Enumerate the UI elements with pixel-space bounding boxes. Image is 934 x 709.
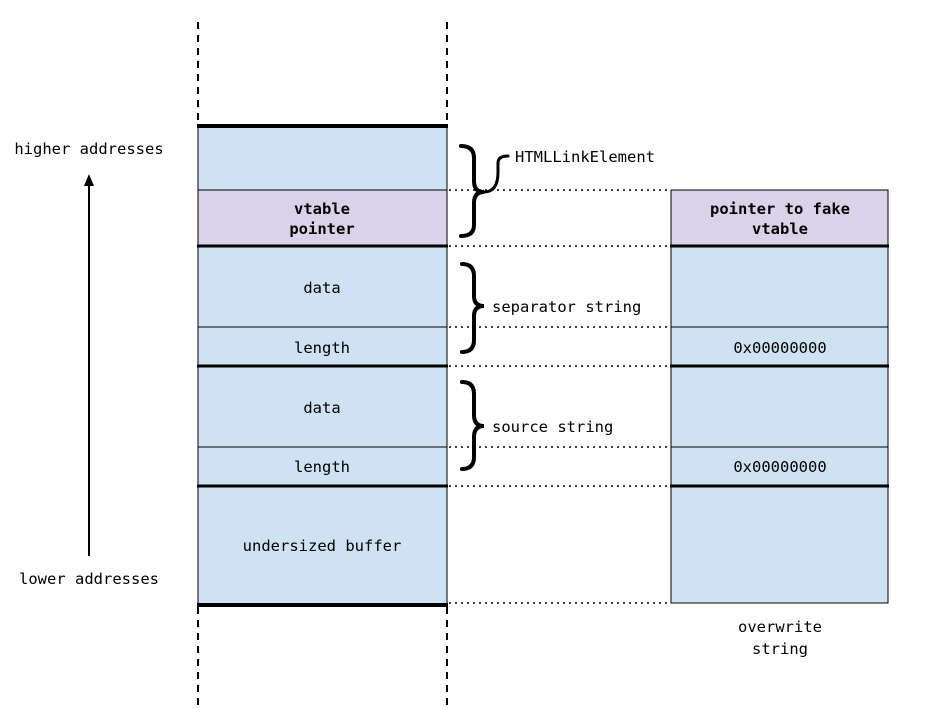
separator-length-label: length	[294, 339, 350, 357]
overwrite-caption-line2: string	[752, 640, 808, 658]
separator-data-label: data	[303, 279, 340, 297]
separator-string-label: separator string	[492, 298, 641, 316]
source-length-cell	[197, 446, 448, 487]
vtable-label-line1: vtable	[294, 200, 350, 218]
html-link-element-label: HTMLLinkElement	[515, 148, 655, 166]
source-brace	[460, 380, 485, 471]
higher-addresses-label: higher addresses	[14, 140, 163, 158]
vtable-pointer-cell	[197, 189, 448, 247]
object-brace-leader	[482, 154, 510, 194]
vtable-label-line2: pointer	[289, 220, 354, 238]
overwrite-buffer-cell	[670, 485, 889, 604]
left-memory-stack: vtable pointer data length data length u…	[197, 124, 448, 607]
overwrite-caption-line1: overwrite	[738, 618, 822, 636]
address-axis-arrowhead	[84, 174, 94, 186]
overwrite-sep-length-cell	[670, 326, 889, 367]
overwrite-sep-length-value: 0x00000000	[733, 339, 826, 357]
overwrite-src-data-cell	[670, 365, 889, 448]
fake-vtable-label-line2: vtable	[752, 220, 808, 238]
separator-brace	[460, 262, 485, 354]
source-data-cell	[197, 365, 448, 448]
object-top-cell	[197, 125, 448, 191]
fake-vtable-pointer-cell	[670, 189, 889, 247]
source-length-label: length	[294, 458, 350, 476]
separator-length-cell	[197, 326, 448, 367]
overwrite-src-length-value: 0x00000000	[733, 458, 826, 476]
fake-vtable-label-line1: pointer to fake	[710, 200, 850, 218]
undersized-buffer-label: undersized buffer	[243, 537, 402, 555]
alignment-connectors	[449, 189, 671, 604]
source-string-label: source string	[492, 418, 613, 436]
right-memory-stack: pointer to fake vtable 0x00000000 0x0000…	[670, 189, 889, 658]
source-data-label: data	[303, 399, 340, 417]
lower-addresses-label: lower addresses	[19, 570, 159, 588]
undersized-buffer-cell	[197, 485, 448, 606]
object-brace	[459, 144, 485, 238]
overwrite-sep-data-cell	[670, 245, 889, 328]
